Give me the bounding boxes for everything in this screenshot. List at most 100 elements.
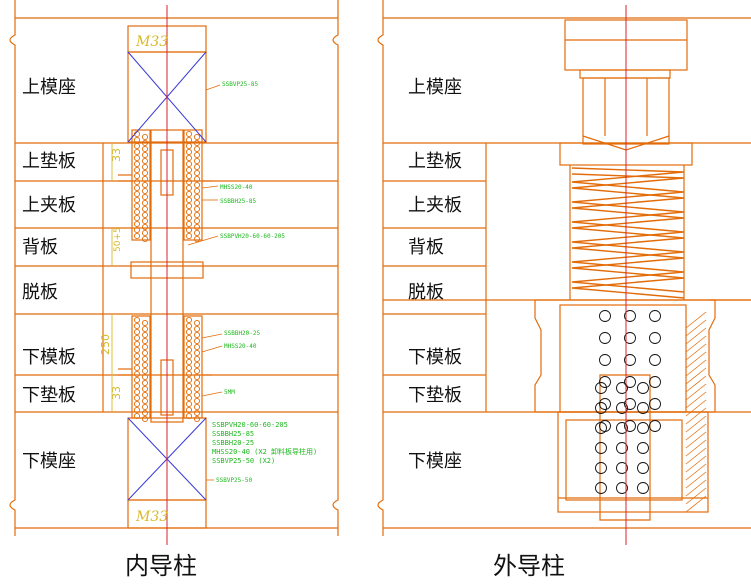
right-break-line <box>377 0 384 536</box>
coil-ring <box>193 199 201 207</box>
hatch-line <box>685 431 707 449</box>
ball <box>599 310 611 322</box>
coil-ring <box>185 388 193 396</box>
part-note-block-line: SSBBH25-85 <box>212 430 254 438</box>
coil-ring <box>133 334 141 342</box>
ball <box>595 462 607 474</box>
coil-ring <box>193 205 201 213</box>
coil-ring <box>133 226 141 234</box>
coil-ring <box>141 151 149 159</box>
spring-coil <box>571 167 685 293</box>
ball <box>595 422 607 434</box>
plate-label: 下模板 <box>408 347 462 368</box>
coil-ring <box>133 196 141 204</box>
coil-ring <box>141 199 149 207</box>
coil-ring <box>185 340 193 348</box>
coil-ring <box>185 346 193 354</box>
hatch-line <box>685 343 707 361</box>
coil-ring <box>185 358 193 366</box>
plate-label: 上模座 <box>22 77 76 98</box>
coil-ring <box>193 349 201 357</box>
coil-ring <box>193 151 201 159</box>
coil-ring <box>185 136 193 144</box>
coil-ring <box>133 382 141 390</box>
coil-ring <box>193 193 201 201</box>
caption-outer-guide-post: 外导柱 <box>493 552 565 580</box>
coil-ring <box>133 316 141 324</box>
coil-ring <box>193 229 201 237</box>
part-note: 5MM <box>224 389 235 396</box>
coil-ring <box>133 154 141 162</box>
ball <box>649 354 661 366</box>
coil-ring <box>133 352 141 360</box>
hatch-line <box>685 407 707 425</box>
plate-label: 下垫板 <box>408 385 462 406</box>
coil-ring <box>193 211 201 219</box>
coil-ring <box>141 379 149 387</box>
hatch-line <box>685 415 707 433</box>
coil-ring <box>185 142 193 150</box>
coil-ring <box>141 397 149 405</box>
coil-ring <box>185 364 193 372</box>
coil-ring <box>193 373 201 381</box>
coil-ring <box>185 322 193 330</box>
hatch-line <box>685 471 707 489</box>
coil-ring <box>185 196 193 204</box>
caption-inner-guide-post: 内导柱 <box>125 552 197 580</box>
bushing-coil-pattern <box>133 130 201 423</box>
coil-ring <box>141 355 149 363</box>
ball <box>624 310 636 322</box>
coil-ring <box>133 160 141 168</box>
ball <box>616 402 628 414</box>
coil-ring <box>133 406 141 414</box>
hatch-line <box>685 455 707 473</box>
ball <box>649 398 661 410</box>
ball <box>595 382 607 394</box>
plate-label: 脱板 <box>22 282 58 303</box>
ball <box>599 398 611 410</box>
coil-ring <box>141 133 149 141</box>
coil-ring <box>141 163 149 171</box>
coil-ring <box>133 346 141 354</box>
coil-ring <box>185 232 193 240</box>
plate-label: 下垫板 <box>22 385 76 406</box>
coil-ring <box>193 361 201 369</box>
coil-ring <box>133 340 141 348</box>
part-note: SSBVP25-50 <box>216 477 253 484</box>
coil-ring <box>185 148 193 156</box>
coil-ring <box>141 391 149 399</box>
coil-ring <box>185 154 193 162</box>
coil-ring <box>193 145 201 153</box>
ball <box>637 402 649 414</box>
part-note: SSBBH25-85 <box>220 198 257 205</box>
coil-ring <box>141 139 149 147</box>
ball <box>637 422 649 434</box>
coil-ring <box>133 202 141 210</box>
coil-ring <box>185 178 193 186</box>
part-note: SSBVP25-85 <box>222 81 259 88</box>
part-note: SSBPVH20-60-60-205 <box>220 233 285 240</box>
coil-ring <box>185 214 193 222</box>
hatch-line <box>685 487 707 505</box>
ball-cage <box>595 310 661 494</box>
coil-ring <box>141 157 149 165</box>
hatch-line <box>685 359 707 377</box>
ball <box>599 376 611 388</box>
part-note-block-line: MHSS20-40 (X2 卸料板导柱用) <box>212 447 317 456</box>
plate-label: 上夹板 <box>22 195 76 216</box>
ball <box>649 376 661 388</box>
hatch-line <box>685 335 707 353</box>
coil-ring <box>193 325 201 333</box>
coil-ring <box>141 373 149 381</box>
plate-label: 下模板 <box>22 347 76 368</box>
coil-ring <box>141 205 149 213</box>
ball <box>599 332 611 344</box>
ball <box>616 442 628 454</box>
ball <box>637 482 649 494</box>
coil-ring <box>141 385 149 393</box>
coil-ring <box>185 400 193 408</box>
coil-ring <box>185 352 193 360</box>
hatch-line <box>685 367 707 385</box>
left-break-line <box>9 0 16 536</box>
